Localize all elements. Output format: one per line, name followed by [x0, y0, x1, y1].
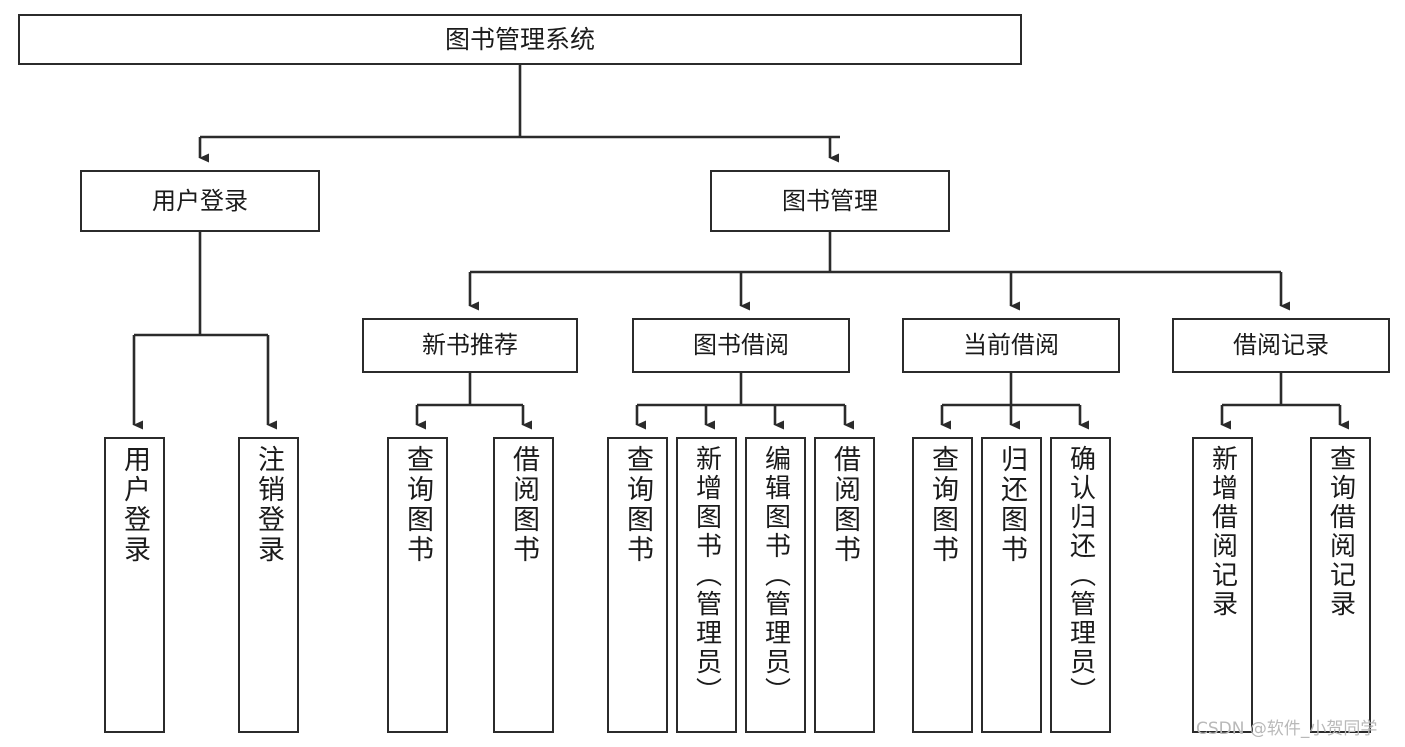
node-root-system[interactable]: 图书管理系统	[18, 14, 1022, 65]
leaf-borrow-borrow-book[interactable]: 借阅图书	[814, 437, 875, 733]
node-label: 归还图书	[996, 445, 1027, 565]
watermark: CSDN @软件_小贺同学	[1196, 719, 1378, 739]
leaf-user-logout[interactable]: 注销登录	[238, 437, 299, 733]
node-label: 编辑图书（管理员）	[760, 445, 791, 706]
node-label: 新书推荐	[422, 331, 518, 360]
node-label: 当前借阅	[963, 331, 1059, 360]
node-label: 借阅图书	[508, 445, 539, 565]
leaf-recommend-query-book[interactable]: 查询图书	[387, 437, 448, 733]
node-label: 借阅图书	[829, 445, 860, 565]
leaf-recommend-borrow-book[interactable]: 借阅图书	[493, 437, 554, 733]
node-current-borrow[interactable]: 当前借阅	[902, 318, 1120, 373]
node-label: 图书借阅	[693, 331, 789, 360]
leaf-current-confirm-return-admin[interactable]: 确认归还（管理员）	[1050, 437, 1111, 733]
node-label: 注销登录	[253, 445, 284, 565]
node-borrow-record[interactable]: 借阅记录	[1172, 318, 1390, 373]
leaf-borrow-add-book-admin[interactable]: 新增图书（管理员）	[676, 437, 737, 733]
leaf-record-add-borrow-record[interactable]: 新增借阅记录	[1192, 437, 1253, 733]
leaf-borrow-edit-book-admin[interactable]: 编辑图书（管理员）	[745, 437, 806, 733]
node-label: 查询图书	[402, 445, 433, 565]
node-book-borrow[interactable]: 图书借阅	[632, 318, 850, 373]
node-label: 用户登录	[152, 186, 248, 215]
node-label: 查询借阅记录	[1325, 445, 1356, 619]
leaf-current-return-book[interactable]: 归还图书	[981, 437, 1042, 733]
node-new-book-recommend[interactable]: 新书推荐	[362, 318, 578, 373]
node-book-management[interactable]: 图书管理	[710, 170, 950, 232]
node-label: 确认归还（管理员）	[1065, 445, 1096, 706]
leaf-record-query-borrow-record[interactable]: 查询借阅记录	[1310, 437, 1371, 733]
node-label: 用户登录	[119, 445, 150, 565]
leaf-current-query-book[interactable]: 查询图书	[912, 437, 973, 733]
node-label: 借阅记录	[1233, 331, 1329, 360]
leaf-borrow-query-book[interactable]: 查询图书	[607, 437, 668, 733]
node-label: 图书管理	[782, 186, 878, 215]
node-label: 新增借阅记录	[1207, 445, 1238, 619]
node-label: 查询图书	[927, 445, 958, 565]
leaf-user-login[interactable]: 用户登录	[104, 437, 165, 733]
node-user-login[interactable]: 用户登录	[80, 170, 320, 232]
node-label: 新增图书（管理员）	[691, 445, 722, 706]
node-label: 查询图书	[622, 445, 653, 565]
node-label: 图书管理系统	[444, 24, 595, 54]
